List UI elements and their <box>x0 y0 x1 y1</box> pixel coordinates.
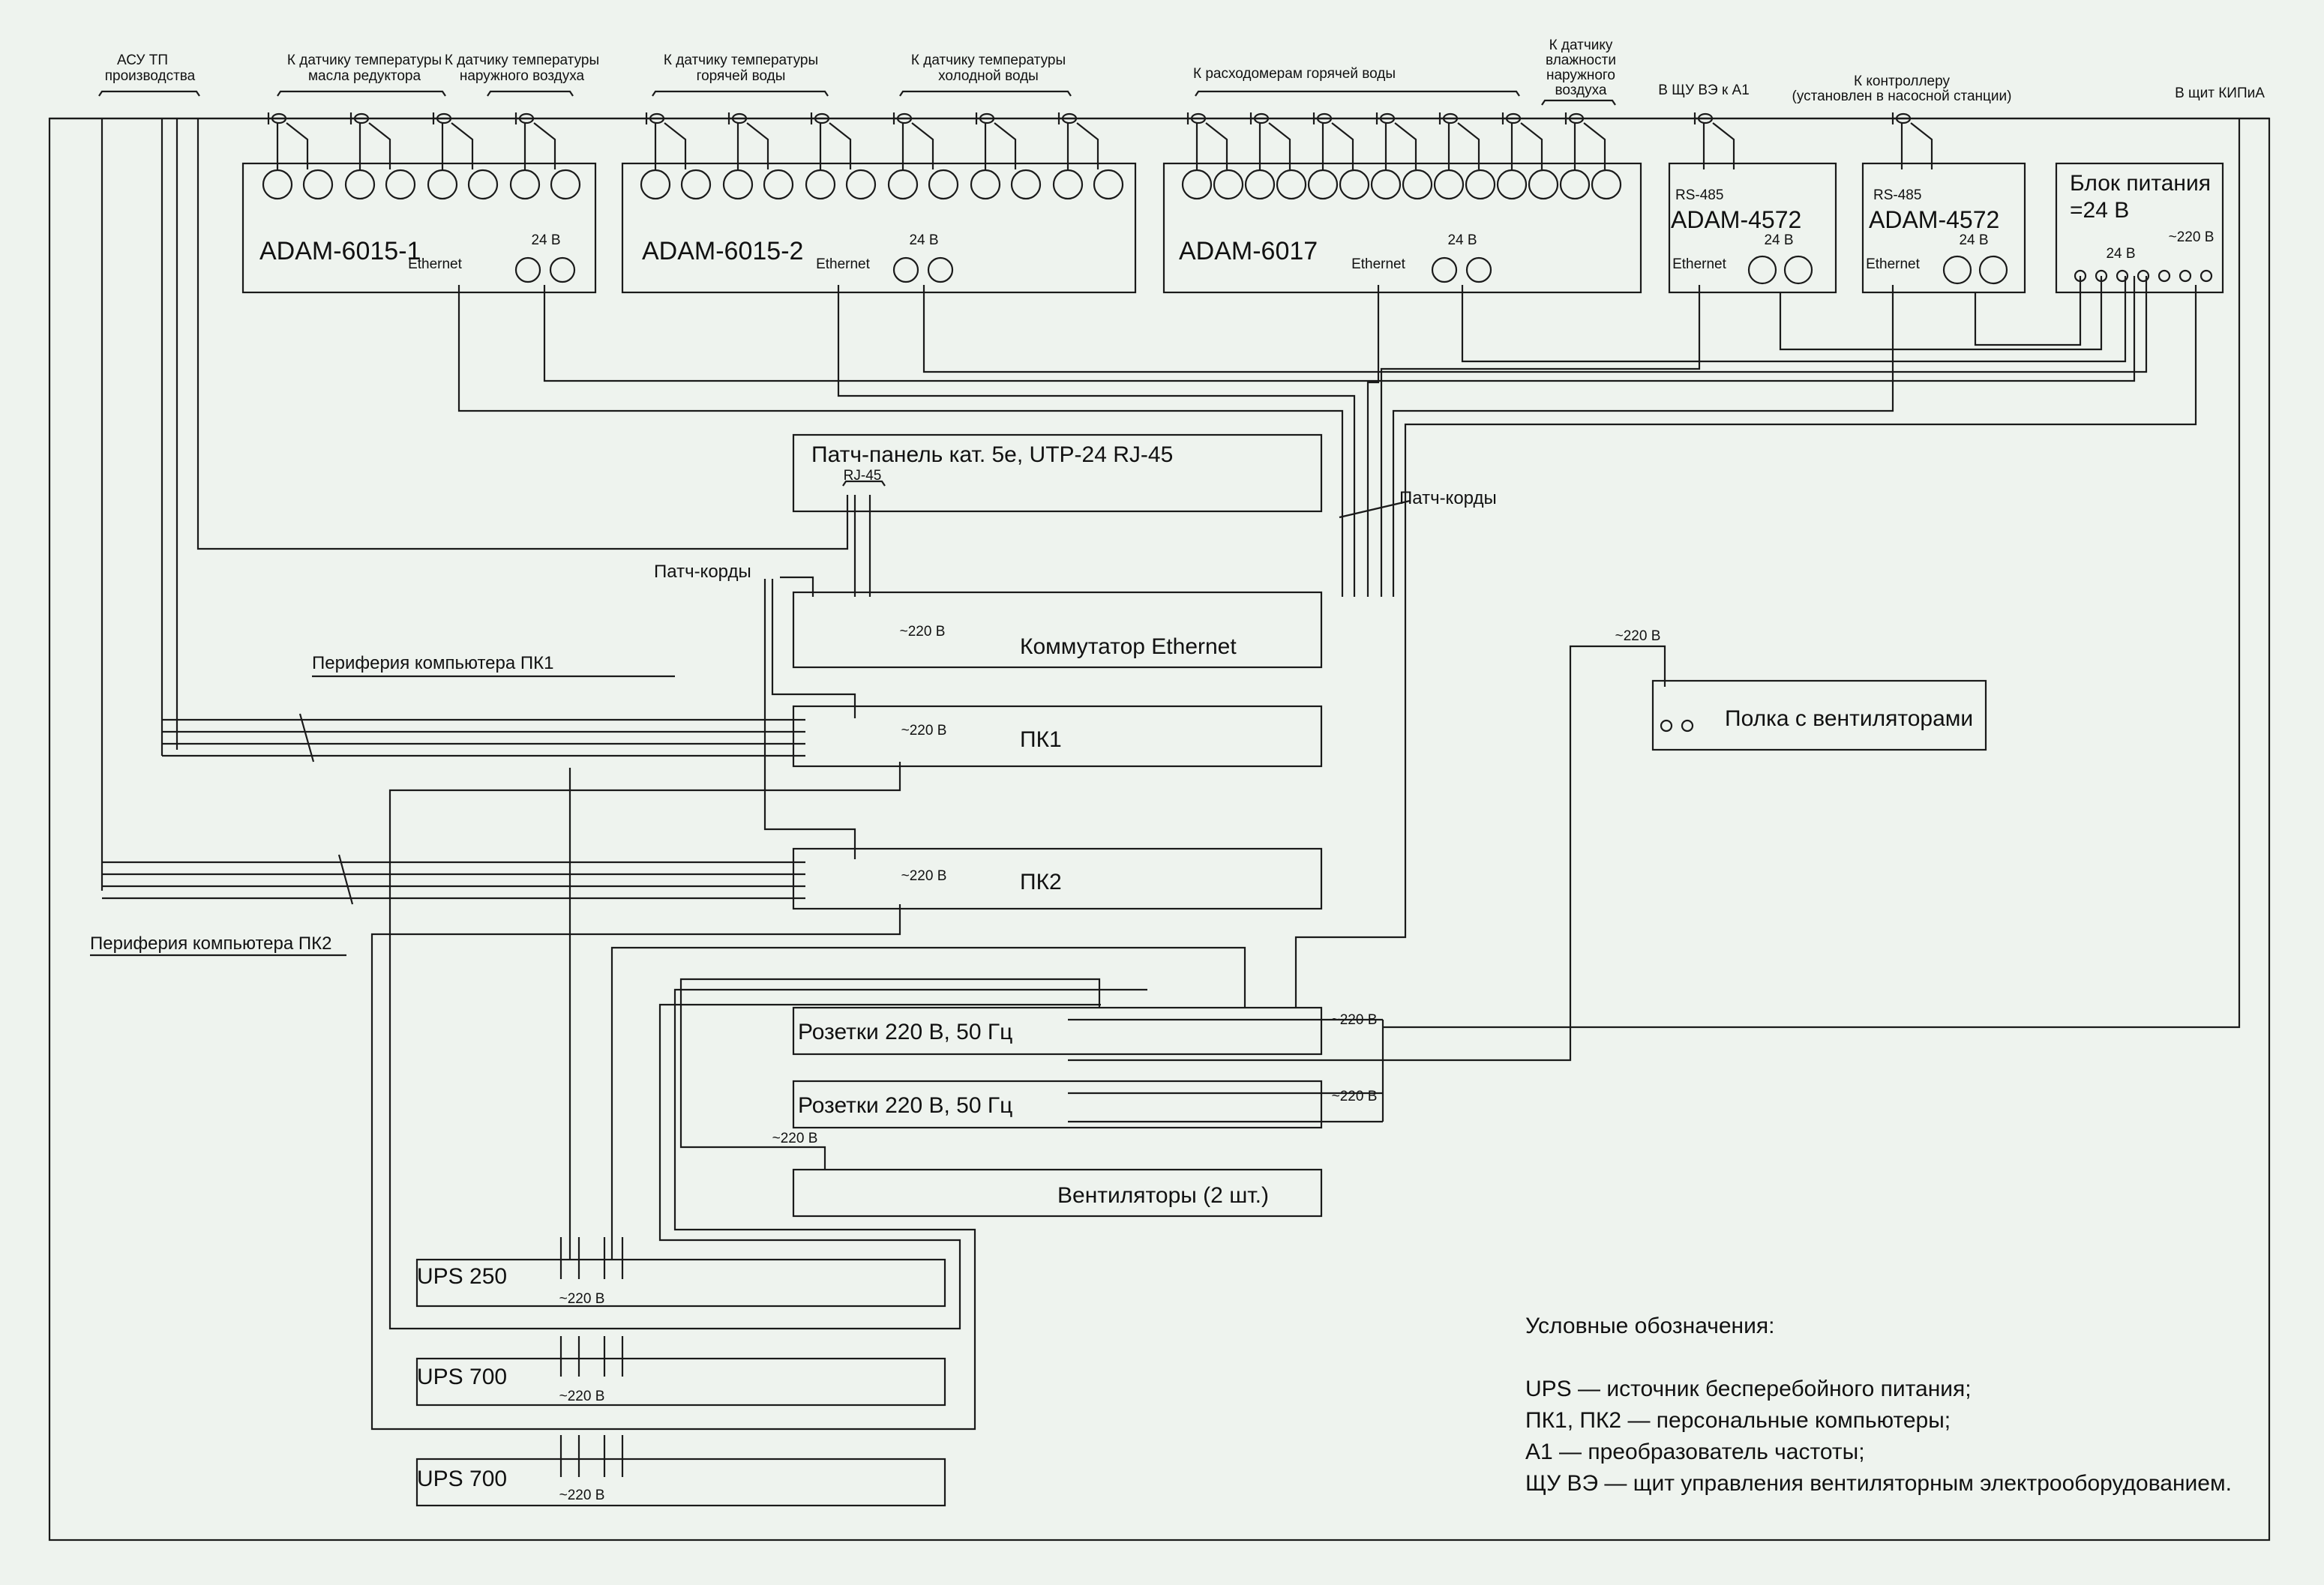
label-cold-temp-line1: К датчику температуры <box>911 52 1066 68</box>
patch-cords-label-left: Патч-корды <box>654 562 751 582</box>
patch-cords-label-right: Патч-корды <box>1399 488 1497 508</box>
adam-4572-1-title: ADAM-4572 <box>1671 206 1801 233</box>
legend-line-3: А1 — преобразователь частоты; <box>1525 1440 1865 1464</box>
ups-700-b-title: UPS 700 <box>417 1467 507 1491</box>
psu-24v: 24 В <box>2106 246 2135 262</box>
top-labels: АСУ ТП производства К датчику температур… <box>98 37 2265 106</box>
label-humidity-line1: К датчику <box>1549 37 1613 53</box>
switch-220v: ~220 В <box>900 624 946 640</box>
ups-250-title: UPS 250 <box>417 1264 507 1289</box>
pc2-title: ПК2 <box>1020 870 1062 894</box>
label-air-temp-line1: К датчику температуры <box>445 52 599 68</box>
adam-4572-1-ethernet: Ethernet <box>1672 256 1727 272</box>
adam-6015-1-ethernet: Ethernet <box>408 256 463 272</box>
psu-title-line1: Блок питания <box>2070 171 2211 196</box>
ups-700-a: UPS 700 ~220 В <box>415 1357 946 1407</box>
adam-4572-2-title: ADAM-4572 <box>1869 206 1999 233</box>
legend-title: Условные обозначения: <box>1525 1314 1774 1338</box>
adam-6015-1-title: ADAM-6015-1 <box>259 237 421 265</box>
adam-6017-ethernet: Ethernet <box>1351 256 1406 272</box>
ups-700-a-title: UPS 700 <box>417 1365 507 1389</box>
fans-title: Вентиляторы (2 шт.) <box>1057 1183 1269 1208</box>
pc2-220v: ~220 В <box>901 868 947 884</box>
pc1: ПК1 ~220 В <box>792 705 1323 768</box>
legend: Условные обозначения: UPS — источник бес… <box>1525 1314 2232 1496</box>
adam-6017-24v: 24 В <box>1447 232 1477 248</box>
adam-6015-2-ethernet: Ethernet <box>816 256 871 272</box>
adam-4572-1: RS-485 ADAM-4572 24 В Ethernet <box>1668 162 1837 294</box>
adam-6017: ADAM-6017 Ethernet 24 В <box>1162 162 1642 294</box>
ups-250: UPS 250 ~220 В <box>415 1258 946 1308</box>
adam-6015-2: ADAM-6015-2 Ethernet 24 В <box>621 162 1137 294</box>
label-shu: В ЩУ ВЭ к А1 <box>1658 82 1750 98</box>
fans-220v: ~220 В <box>772 1131 818 1146</box>
power-supply-24v: Блок питания =24 В ~220 В 24 В <box>2055 162 2224 294</box>
sockets-2-220v: ~220 В <box>1332 1089 1378 1104</box>
label-oil-temp-line2: масла редуктора <box>308 68 421 84</box>
fans: Вентиляторы (2 шт.) ~220 В <box>772 1131 1323 1218</box>
pc2: ПК2 ~220 В <box>792 847 1323 910</box>
cabinet-frame <box>48 117 2271 1542</box>
label-oil-temp-line1: К датчику температуры <box>287 52 442 68</box>
fan-shelf-title: Полка с вентиляторами <box>1725 706 1973 731</box>
legend-line-2: ПК1, ПК2 — персональные компьютеры; <box>1525 1408 1951 1433</box>
label-hot-flow: К расходомерам горячей воды <box>1193 66 1396 82</box>
ups-700-b-220v: ~220 В <box>559 1488 605 1503</box>
periph-pc1-label: Периферия компьютера ПК1 <box>312 653 553 673</box>
label-controller-line1: К контроллеру <box>1854 73 1950 89</box>
adam-4572-2: RS-485 ADAM-4572 24 В Ethernet <box>1861 162 2026 294</box>
adam-6015-2-24v: 24 В <box>909 232 938 248</box>
label-asu-line1: АСУ ТП <box>117 52 168 68</box>
label-cold-temp-line2: холодной воды <box>938 68 1039 84</box>
ups-700-b: UPS 700 ~220 В <box>415 1458 946 1507</box>
patch-panel: Патч-панель кат. 5е, UTP-24 RJ-45 RJ-45 <box>792 433 1323 513</box>
adam-6015-1-24v: 24 В <box>531 232 560 248</box>
sockets-block-1: Розетки 220 В, 50 Гц ~220 В <box>792 1006 1377 1056</box>
psu-220v: ~220 В <box>2169 229 2215 245</box>
legend-line-4: ЩУ ВЭ — щит управления вентиляторным эле… <box>1525 1471 2232 1496</box>
adam-6015-2-title: ADAM-6015-2 <box>642 237 803 265</box>
patch-panel-title: Патч-панель кат. 5е, UTP-24 RJ-45 <box>811 442 1173 467</box>
adam-4572-1-rs485: RS-485 <box>1675 187 1723 203</box>
adam-4572-2-ethernet: Ethernet <box>1866 256 1921 272</box>
adam-4572-2-rs485: RS-485 <box>1873 187 1921 203</box>
sockets-1-title: Розетки 220 В, 50 Гц <box>798 1020 1012 1044</box>
sensor-wiring <box>49 112 2269 169</box>
label-kip: В щит КИПиА <box>2175 85 2265 101</box>
adam-6015-1: ADAM-6015-1 Ethernet 24 В <box>241 162 597 294</box>
fan-shelf-220v: ~220 В <box>1615 628 1661 644</box>
wiring <box>100 118 2241 1477</box>
pc1-title: ПК1 <box>1020 727 1062 752</box>
ups-700-a-220v: ~220 В <box>559 1389 605 1404</box>
fan-shelf: Полка с вентиляторами ~220 В <box>1615 628 1987 751</box>
periph-pc2-label: Периферия компьютера ПК2 <box>90 933 331 954</box>
adam-4572-1-24v: 24 В <box>1764 232 1793 248</box>
label-humidity-line3: наружного <box>1546 67 1615 83</box>
label-humidity-line4: воздуха <box>1555 82 1607 98</box>
switch-title: Коммутатор Ethernet <box>1020 634 1237 659</box>
label-hot-temp-line1: К датчику температуры <box>664 52 818 68</box>
label-asu-line2: производства <box>105 68 196 84</box>
sockets-block-2: Розетки 220 В, 50 Гц ~220 В <box>792 1080 1378 1129</box>
sockets-2-title: Розетки 220 В, 50 Гц <box>798 1093 1012 1118</box>
label-controller-line2: (установлен в насосной станции) <box>1792 88 2012 104</box>
adam-6017-title: ADAM-6017 <box>1179 237 1318 265</box>
patch-panel-rj45: RJ-45 <box>844 468 882 484</box>
pc1-220v: ~220 В <box>901 723 947 739</box>
legend-line-1: UPS — источник бесперебойного питания; <box>1525 1377 1972 1401</box>
ups-250-220v: ~220 В <box>559 1291 605 1307</box>
label-humidity-line2: влажности <box>1546 52 1616 68</box>
ethernet-switch: Коммутатор Ethernet ~220 В <box>792 591 1323 669</box>
adam-4572-2-24v: 24 В <box>1959 232 1988 248</box>
psu-title-line2: =24 В <box>2070 198 2129 223</box>
label-hot-temp-line2: горячей воды <box>697 68 786 84</box>
label-air-temp-line2: наружного воздуха <box>460 68 585 84</box>
